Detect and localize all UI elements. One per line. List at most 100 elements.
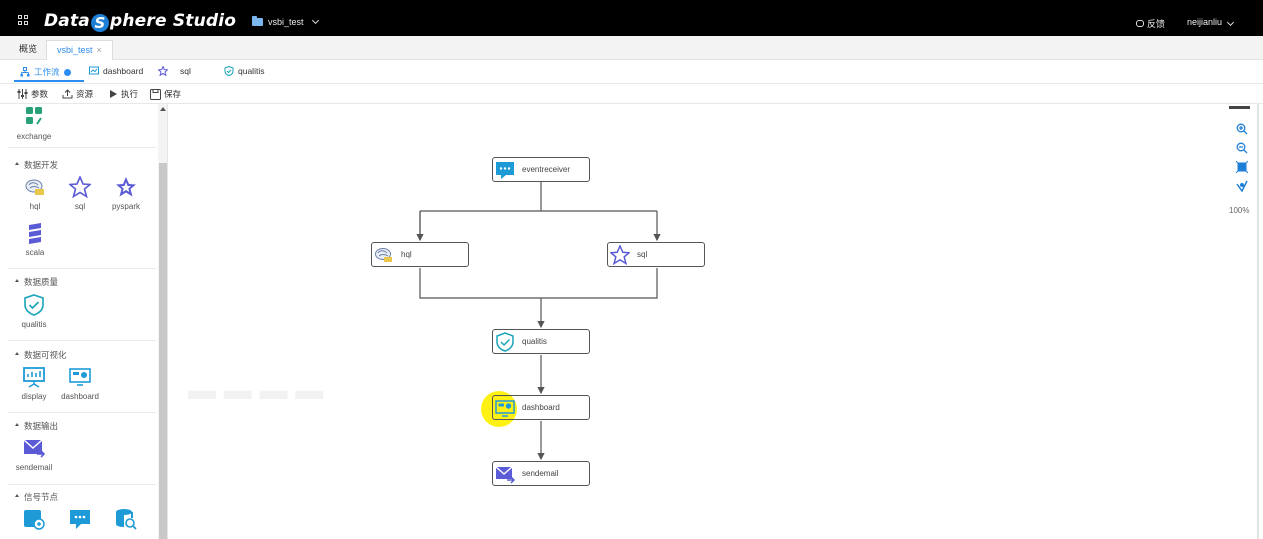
zoom-out-icon[interactable] [1236,142,1248,154]
dashboard-icon [495,399,515,417]
node-palette: exchange 数据开发 hql sql pyspark scala 数据质量… [0,104,168,539]
node-tab-qualitis[interactable]: qualitis [224,66,264,76]
workflow-icon [20,67,30,77]
node-tab-dashboard[interactable]: dashboard [89,66,143,76]
node-qualitis[interactable]: qualitis [492,329,590,354]
tool-label: scala [25,248,45,257]
save-button[interactable]: 保存 [150,88,181,100]
feedback-link[interactable]: 反馈 [1136,17,1165,30]
dashboard-icon [89,66,99,75]
shield-icon [24,294,44,316]
hive-icon [375,247,392,262]
save-label: 保存 [164,89,182,99]
play-icon [110,90,117,98]
tab-vsbi-test[interactable]: vsbi_test× [46,40,113,60]
tool-hql[interactable]: hql [15,176,55,211]
node-sql[interactable]: sql [607,242,705,267]
node-tab-sql[interactable]: sql [158,66,191,76]
tool-scala[interactable]: scala [15,222,55,257]
divider [8,484,156,485]
resources-button[interactable]: 资源 [62,88,93,100]
email-icon [23,439,45,458]
unsaved-dot-icon [63,68,71,76]
auto-layout-icon[interactable] [1236,180,1248,192]
group-header-quality[interactable]: 数据质量 [14,277,59,287]
user-menu[interactable]: neijianliu [1187,17,1235,27]
active-tab-indicator [14,80,84,82]
node-tab-label: 工作流 [34,67,60,77]
upload-icon [62,89,73,99]
signal-send-icon [24,510,45,530]
tool-datacheck[interactable] [106,508,146,534]
divider [8,268,156,269]
tab-label: vsbi_test [57,45,93,55]
tool-display[interactable]: display [14,366,54,401]
tool-label: exchange [16,132,52,141]
project-name: vsbi_test [268,17,304,27]
shield-icon [496,331,514,352]
email-icon [495,465,515,484]
divider [8,340,156,341]
minimap-handle[interactable] [1229,106,1250,109]
workflow-toolbar: 参数 资源 执行 保存 [0,84,1263,104]
zoom-in-icon[interactable] [1236,123,1248,135]
node-tab-label: dashboard [103,66,144,76]
node-tabs-bar: 工作流 dashboard sql qualitis [0,60,1263,84]
username: neijianliu [1187,17,1223,27]
run-button[interactable]: 执行 [109,88,138,100]
chevron-down-icon [311,16,319,25]
chat-icon [1136,20,1144,27]
pyspark-star-icon [116,177,136,197]
tool-pyspark[interactable]: pyspark [106,176,146,211]
save-icon [150,88,161,100]
hive-icon [25,179,44,195]
tool-qualitis[interactable]: qualitis [14,294,54,329]
params-button[interactable]: 参数 [17,88,48,100]
node-dashboard[interactable]: dashboard [492,395,590,420]
tab-overview[interactable]: 概览 [19,44,38,54]
folder-icon [252,16,263,26]
group-header-signal[interactable]: 信号节点 [14,492,59,502]
divider [8,412,156,413]
group-header-visualization[interactable]: 数据可视化 [15,350,67,360]
close-icon[interactable]: × [96,45,102,55]
workflow-canvas[interactable]: ▬ ▬ ▬ ▬ [168,104,1258,539]
feedback-label: 反馈 [1147,19,1166,29]
zoom-level: 100% [1229,206,1250,215]
node-label: sendemail [522,469,559,478]
resources-label: 资源 [76,89,94,99]
exchange-icon [26,107,42,125]
canvas-scrollbar[interactable] [1257,104,1259,539]
apps-grid-icon[interactable] [18,15,29,26]
message-icon [496,161,514,179]
scroll-up-arrow-icon[interactable] [160,107,166,111]
tool-sendemail[interactable]: sendemail [14,437,54,472]
tool-exchange[interactable]: exchange [14,106,54,141]
dashboard-icon [69,368,91,386]
shield-icon [224,66,234,76]
fit-screen-icon[interactable] [1236,161,1248,173]
node-label: sql [637,250,648,259]
node-hql[interactable]: hql [371,242,469,267]
cursor-highlight [481,391,517,427]
tool-sql[interactable]: sql [60,176,100,211]
node-label: eventreceiver [522,165,571,174]
node-sendemail[interactable]: sendemail [492,461,590,486]
tool-signal-receive[interactable] [60,508,100,534]
tool-label: dashboard [61,392,99,401]
tool-label: sendemail [15,463,53,472]
scala-icon [29,223,41,244]
palette-scroll-thumb[interactable] [159,163,167,539]
project-selector[interactable]: vsbi_test [252,16,319,27]
node-eventreceiver[interactable]: eventreceiver [492,157,590,182]
divider [8,147,156,148]
node-tab-workflow[interactable]: 工作流 [20,66,71,78]
group-header-output[interactable]: 数据输出 [14,421,59,431]
node-tab-label: qualitis [238,66,265,76]
canvas-ghost-text: ▬ ▬ ▬ ▬ [188,374,324,405]
sql-star-icon [69,176,91,198]
tool-signal-send[interactable] [14,508,54,534]
group-header-dev[interactable]: 数据开发 [14,160,59,170]
tool-dashboard[interactable]: dashboard [60,366,100,401]
